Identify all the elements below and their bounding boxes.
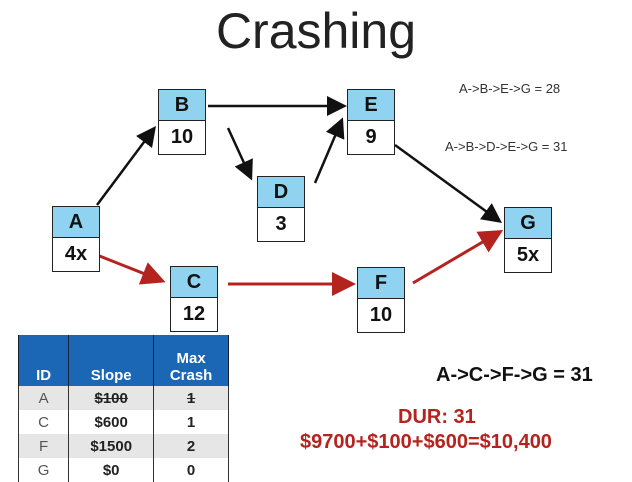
node-g: G 5x bbox=[504, 207, 552, 273]
cell-id: A bbox=[17, 386, 70, 410]
cell-id: F bbox=[17, 434, 70, 458]
cell-slope: $600 bbox=[68, 410, 155, 434]
page-title: Crashing bbox=[215, 3, 417, 59]
cell-id: G bbox=[17, 458, 70, 482]
table-header: ID Slope Max Crash bbox=[17, 335, 229, 386]
node-duration: 5x bbox=[516, 244, 540, 266]
node-label: B bbox=[159, 90, 205, 121]
node-duration: 9 bbox=[365, 126, 377, 148]
node-label: A bbox=[53, 207, 99, 238]
path-1: A->B->E->G = 28 bbox=[459, 81, 561, 96]
cost-summary: $9700+$100+$600=$10,400 bbox=[300, 431, 552, 453]
node-duration: 3 bbox=[275, 213, 287, 235]
cell-id: C bbox=[17, 410, 70, 434]
cell-max: 2 bbox=[153, 434, 229, 458]
cell-slope: $0 bbox=[68, 458, 155, 482]
cell-max: 0 bbox=[153, 458, 229, 482]
cell-slope: $100 bbox=[68, 386, 155, 410]
node-label: F bbox=[358, 268, 404, 299]
arrow-e-g bbox=[394, 143, 503, 223]
header-max-crash: Max Crash bbox=[153, 335, 229, 386]
arrow-f-g bbox=[412, 229, 504, 285]
arrow-d-e bbox=[313, 117, 345, 184]
node-duration: 10 bbox=[369, 304, 393, 326]
path-2: A->B->D->E->G = 31 bbox=[445, 139, 568, 154]
node-b: B 10 bbox=[158, 89, 206, 155]
arrow-a-c bbox=[96, 253, 166, 285]
header-slope: Slope bbox=[68, 335, 155, 386]
cell-slope: $1500 bbox=[68, 434, 155, 458]
node-label: G bbox=[505, 208, 551, 239]
node-duration: 10 bbox=[170, 126, 194, 148]
node-f: F 10 bbox=[357, 267, 405, 333]
node-label: D bbox=[258, 177, 304, 208]
cell-max: 1 bbox=[153, 410, 229, 434]
arrow-b-d bbox=[226, 127, 253, 181]
node-duration: 12 bbox=[182, 303, 206, 325]
node-c: C 12 bbox=[170, 266, 218, 332]
arrow-a-b bbox=[95, 125, 156, 206]
critical-path: A->C->F->G = 31 bbox=[436, 364, 593, 386]
node-a: A 4x bbox=[52, 206, 100, 272]
duration-summary: DUR: 31 bbox=[398, 406, 476, 428]
node-label: E bbox=[348, 90, 394, 121]
cell-max: 1 bbox=[153, 386, 229, 410]
header-id: ID bbox=[17, 335, 70, 386]
node-duration: 4x bbox=[64, 243, 88, 265]
node-label: C bbox=[171, 267, 217, 298]
